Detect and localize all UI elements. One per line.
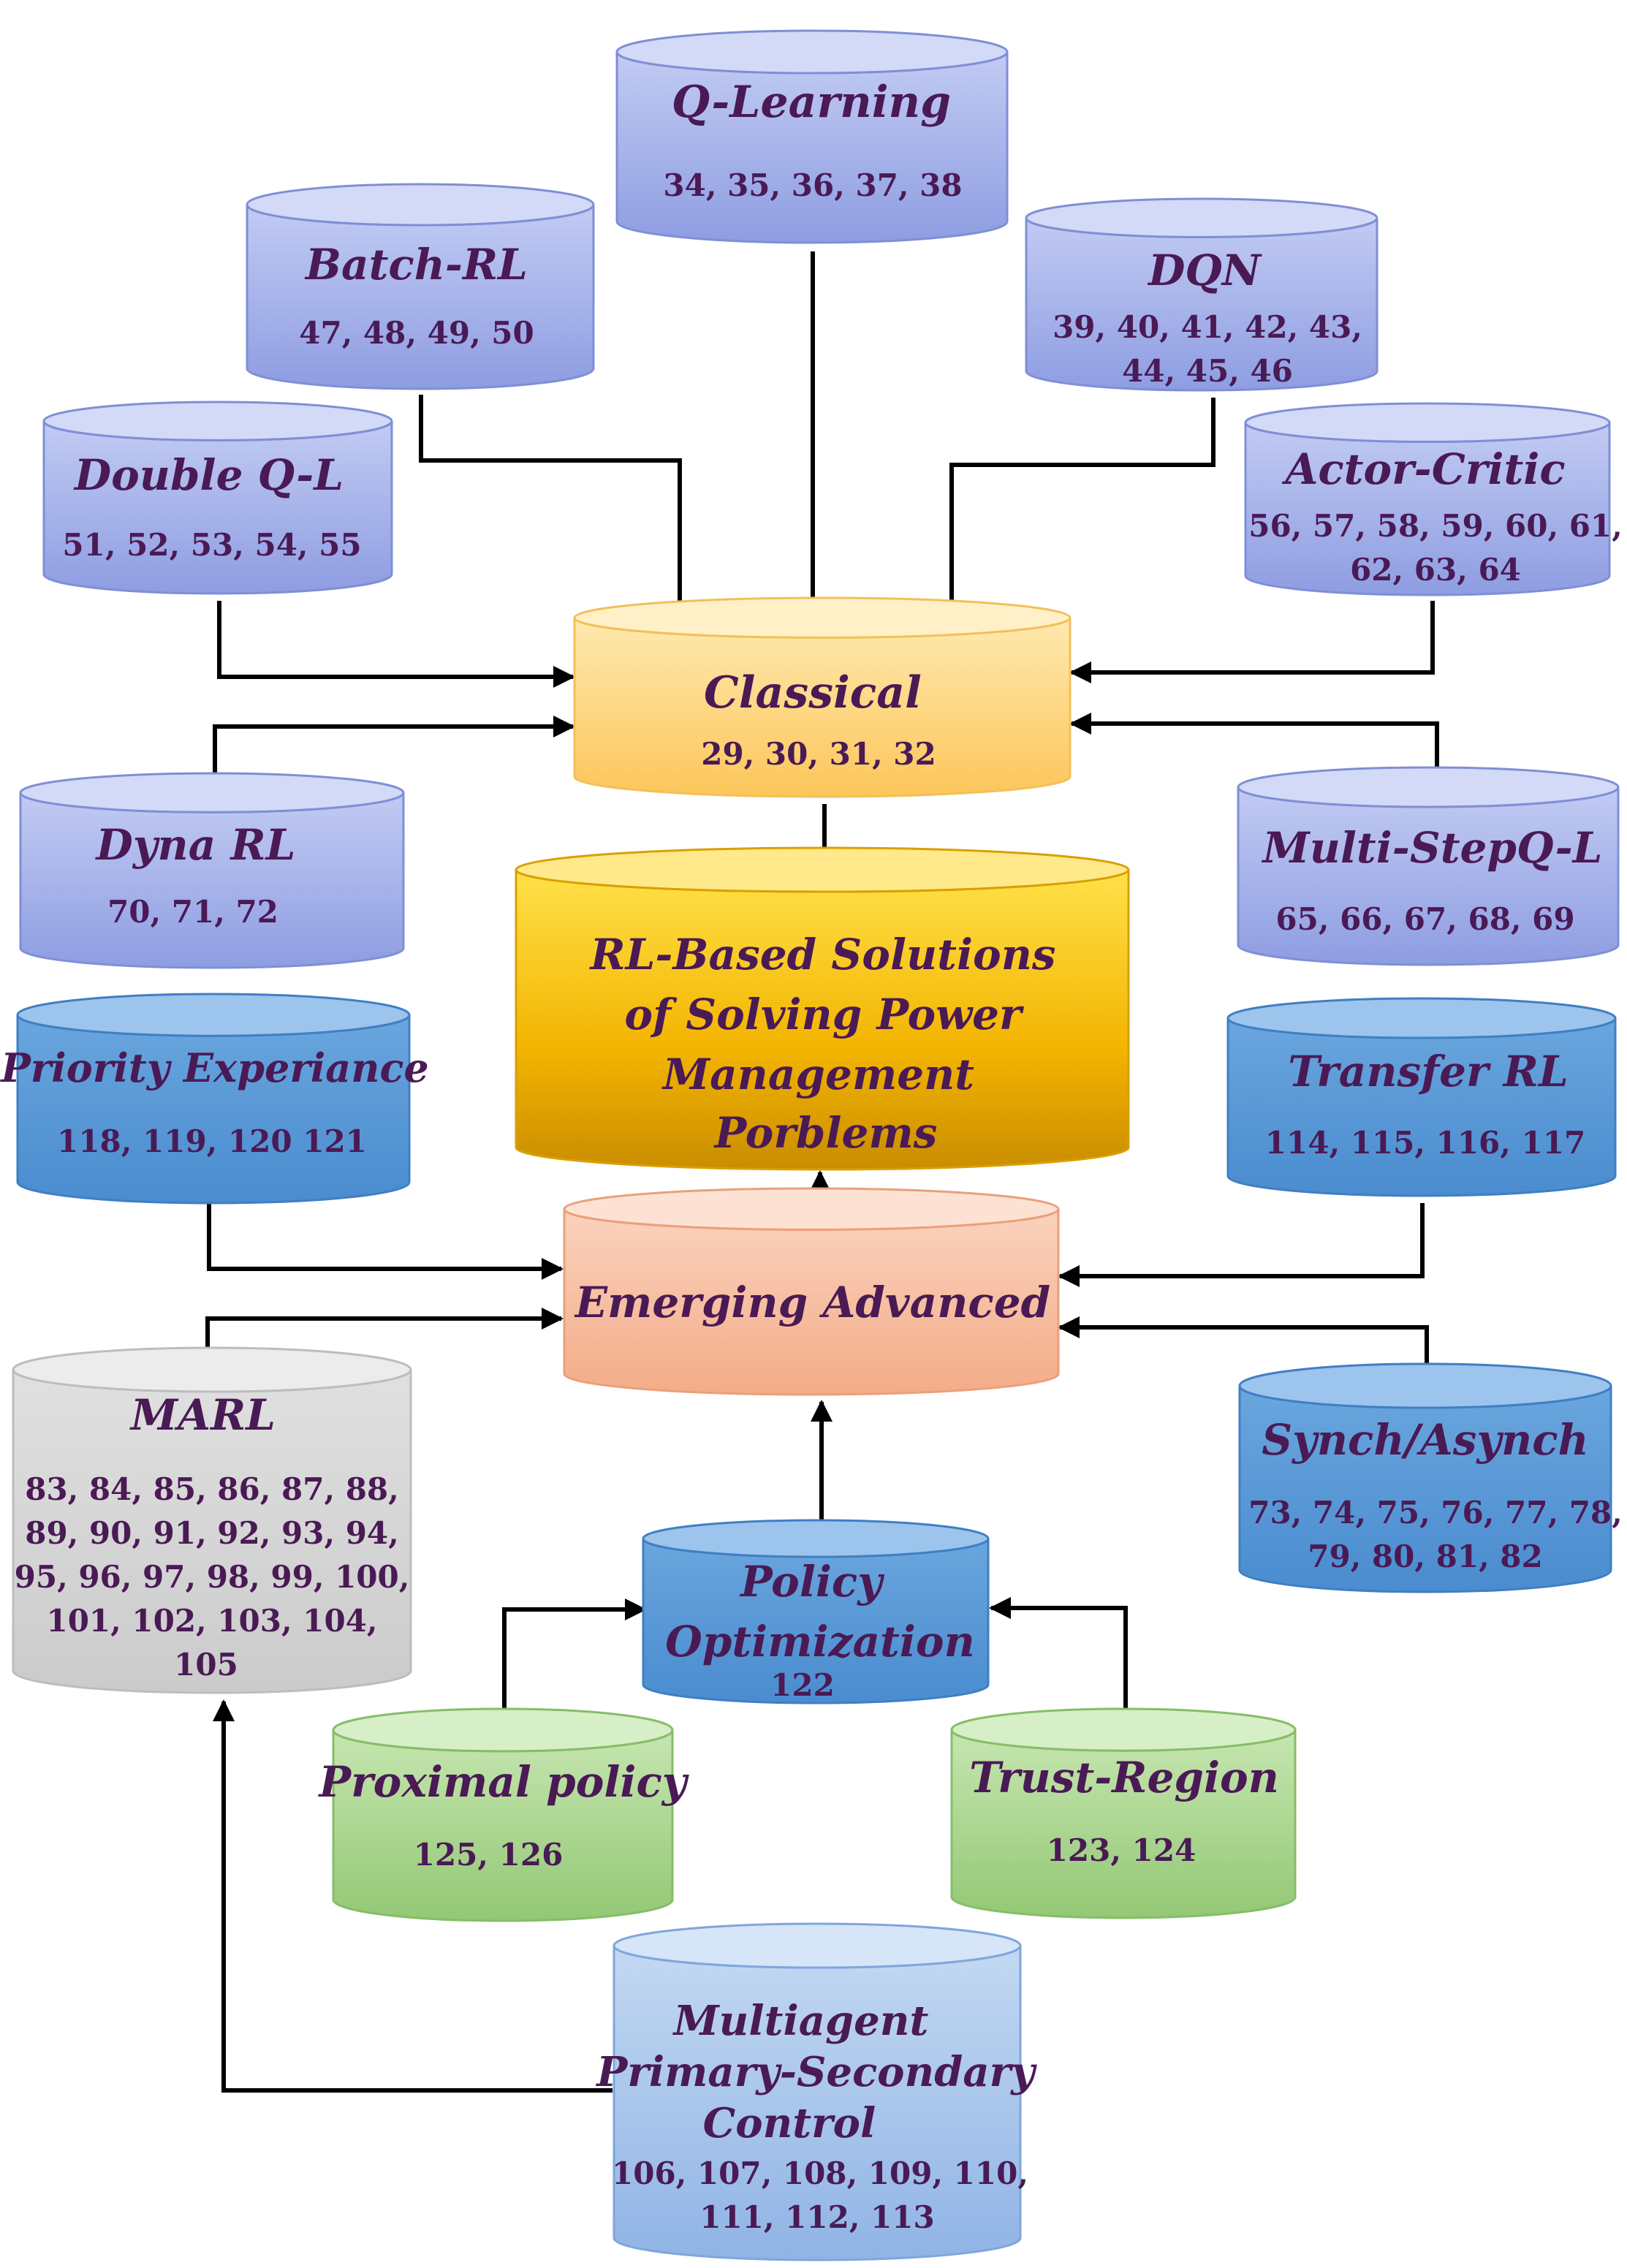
actor-critic-refs-line-2: 62, 63, 64 (1350, 552, 1521, 588)
classical-title: Classical (704, 667, 922, 718)
marl-title: MARL (129, 1390, 276, 1440)
q-learning-refs: 34, 35, 36, 37, 38 (663, 167, 962, 203)
emerging-cylinder (563, 1187, 1060, 1396)
synch-refs-line-1: 73, 74, 75, 76, 77, 78, (1248, 1495, 1623, 1531)
batch-rl-title: Batch-RL (304, 240, 528, 289)
priority-title: Priority Experiance (0, 1044, 429, 1091)
dqn-cylinder (1025, 197, 1378, 392)
labels: Q-Learning 34, 35, 36, 37, 38 Batch-RL 4… (0, 77, 1623, 2235)
multi-step-cylinder (1237, 766, 1620, 966)
dqn-refs-line-1: 39, 40, 41, 42, 43, (1053, 309, 1362, 345)
central-title-line-1: RL-Based Solutions (588, 930, 1055, 979)
multiagent-title-line-2: Primary-Secondary (595, 2048, 1037, 2096)
central-cylinder (515, 846, 1130, 1171)
priority-cylinder (16, 993, 411, 1205)
policy-cylinder (642, 1519, 990, 1704)
arrow-synch-to-emerging (1058, 1316, 1429, 1380)
proximal-cylinder (332, 1707, 674, 1922)
q-learning-title: Q-Learning (672, 77, 951, 128)
dqn-title: DQN (1147, 246, 1262, 295)
transfer-cylinder (1226, 997, 1617, 1197)
batch-rl-refs: 47, 48, 49, 50 (299, 315, 534, 351)
arrow-dqn-to-classical (941, 398, 1215, 640)
arrow-batchrl-to-classical (419, 395, 691, 640)
policy-refs: 122 (770, 1667, 835, 1703)
classical-cylinder (573, 596, 1072, 798)
marl-refs-line-4: 101, 102, 103, 104, (46, 1603, 377, 1639)
multiagent-title-line-3: Control (703, 2099, 876, 2147)
marl-refs-line-1: 83, 84, 85, 86, 87, 88, (25, 1471, 399, 1507)
arrow-trustregion-to-policy (989, 1597, 1128, 1726)
arrow-transfer-to-emerging (1058, 1203, 1425, 1287)
double-ql-cylinder (42, 401, 393, 595)
central-title-line-2: of Solving Power (624, 990, 1025, 1039)
synch-title: Synch/Asynch (1262, 1415, 1588, 1465)
policy-title-line-1: Policy (739, 1557, 885, 1607)
transfer-refs: 114, 115, 116, 117 (1265, 1125, 1585, 1161)
marl-refs-line-2: 89, 90, 91, 92, 93, 94, (25, 1515, 399, 1551)
proximal-title: Proximal policy (318, 1757, 690, 1807)
priority-refs: 118, 119, 120 121 (57, 1123, 367, 1159)
emerging-title: Emerging Advanced (574, 1278, 1050, 1327)
classical-refs: 29, 30, 31, 32 (701, 736, 936, 772)
proximal-refs: 125, 126 (414, 1837, 564, 1873)
marl-cylinder (12, 1346, 412, 1694)
arrow-priority-to-emerging (207, 1203, 564, 1280)
arrow-actorcritic-to-classical (1069, 601, 1435, 683)
double-ql-refs: 51, 52, 53, 54, 55 (62, 527, 361, 563)
transfer-title: Transfer RL (1288, 1047, 1569, 1096)
multiagent-refs-line-2: 111, 112, 113 (699, 2199, 935, 2235)
dqn-refs-line-2: 44, 45, 46 (1122, 353, 1293, 389)
policy-title-line-2: Optimization (665, 1617, 975, 1666)
dyna-rl-cylinder (19, 772, 405, 969)
q-learning-cylinder (615, 29, 1009, 244)
cylinder-layer (12, 29, 1620, 2261)
batch-rl-cylinder (246, 183, 595, 390)
marl-refs-line-5: 105 (174, 1647, 238, 1683)
arrow-dynarl-to-classical (213, 716, 575, 784)
arrow-multiagent-to-marl (213, 1699, 613, 2093)
synch-refs-line-2: 79, 80, 81, 82 (1308, 1539, 1543, 1574)
actor-critic-cylinder (1244, 402, 1611, 596)
actor-critic-title: Actor-Critic (1281, 444, 1565, 494)
multiagent-cylinder (613, 1922, 1022, 2261)
multiagent-refs-line-1: 106, 107, 108, 109, 110, (612, 2155, 1028, 2191)
trust-region-title: Trust-Region (969, 1753, 1279, 1802)
multi-step-title: Multi-StepQ-L (1262, 823, 1603, 873)
arrow-doubleql-to-classical (217, 601, 575, 688)
multiagent-title-line-1: Multiagent (672, 1997, 929, 2045)
dyna-rl-refs: 70, 71, 72 (107, 894, 278, 930)
actor-critic-refs-line-1: 56, 57, 58, 59, 60, 61, (1248, 508, 1623, 544)
arrow-multistep-to-classical (1069, 713, 1439, 784)
marl-refs-line-3: 95, 96, 97, 98, 99, 100, (15, 1559, 410, 1595)
trust-region-refs: 123, 124 (1047, 1832, 1196, 1868)
trust-region-cylinder (950, 1707, 1297, 1919)
double-ql-title: Double Q-L (73, 450, 344, 500)
arrow-proximal-to-policy (502, 1598, 647, 1729)
synch-cylinder (1238, 1362, 1612, 1593)
dyna-rl-title: Dyna RL (95, 820, 296, 870)
central-title-line-3: Management (661, 1050, 974, 1099)
central-title-line-4: Porblems (713, 1108, 938, 1158)
multi-step-refs: 65, 66, 67, 68, 69 (1275, 901, 1574, 937)
